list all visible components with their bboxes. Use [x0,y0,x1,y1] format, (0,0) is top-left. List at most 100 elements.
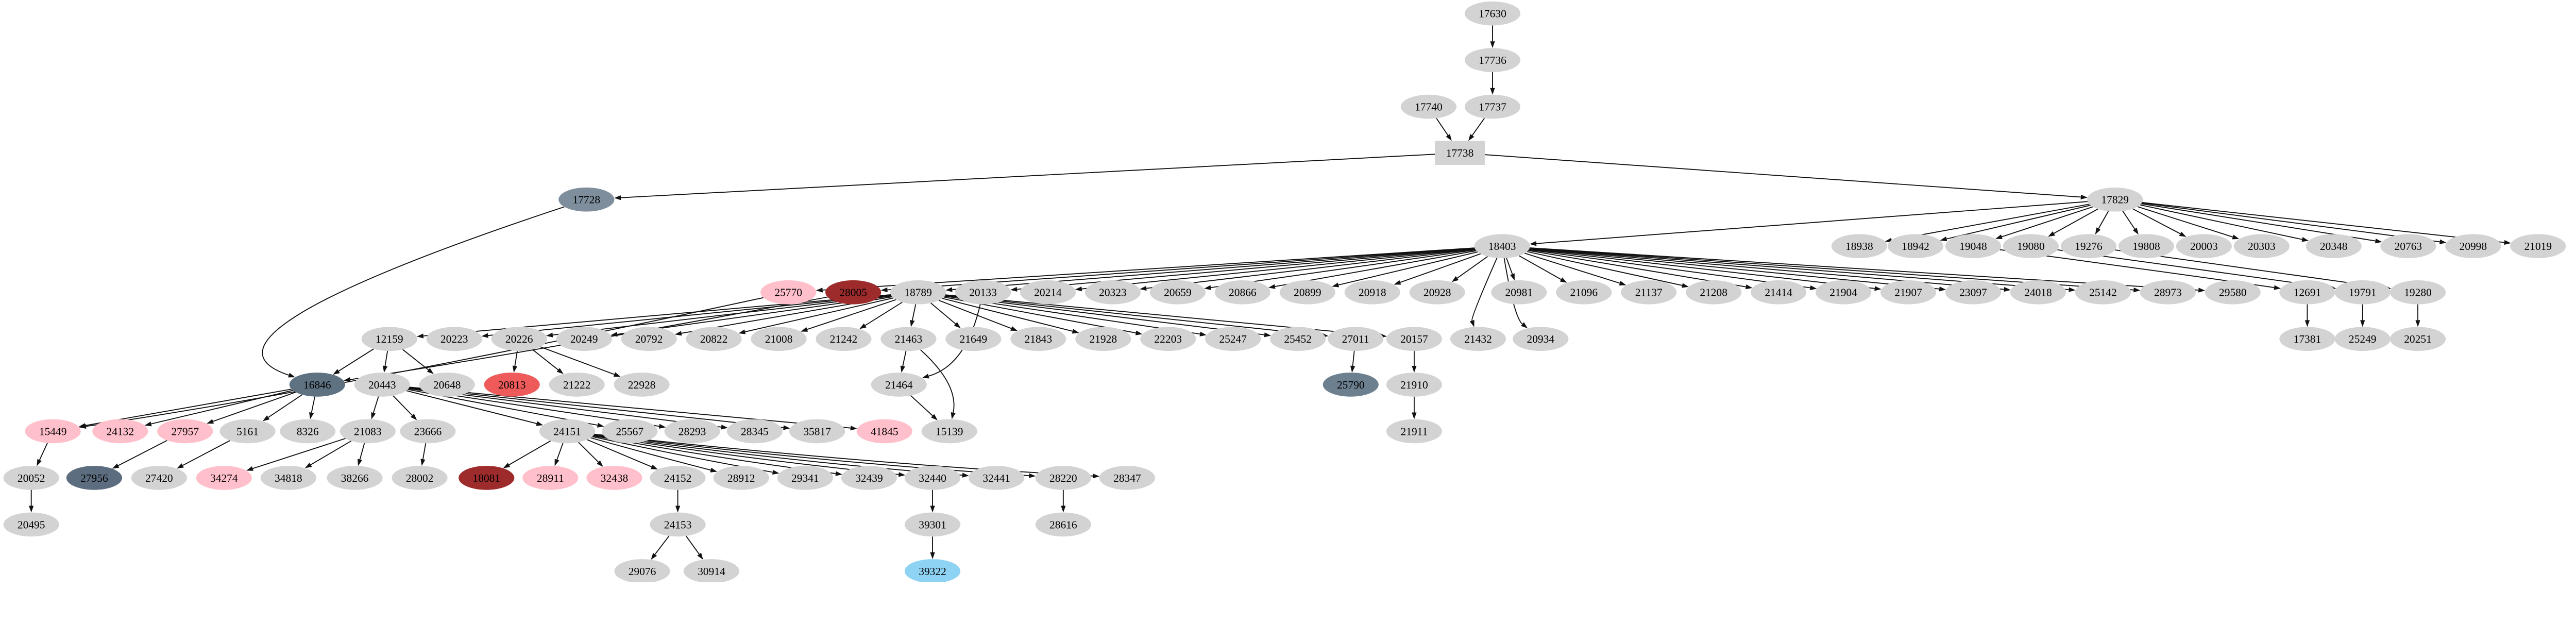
graph-edge-19280-20251 [2415,304,2420,327]
node-label: 41845 [871,425,899,437]
node-label: 20813 [498,379,526,391]
node-label: 8326 [297,425,319,437]
edge-line [384,350,388,366]
graph-node-25142: 25142 [2075,280,2131,305]
node-label: 21137 [1635,286,1663,299]
edge-arrowhead-icon [1560,277,1567,283]
graph-node-27011: 27011 [1327,327,1384,351]
node-ellipse-shape [131,466,187,490]
node-label: 28616 [1049,518,1077,531]
edge-line [262,206,565,376]
graph-node-17737: 17737 [1464,94,1521,119]
node-label: 19276 [2075,240,2103,252]
node-ellipse-shape [1323,373,1379,397]
node-ellipse-shape [1464,94,1521,119]
node-label: 17728 [572,194,600,206]
graph-edge-18789-12159 [416,294,891,339]
graph-edge-17737-17738 [1468,117,1485,141]
edge-line [685,535,700,555]
edge-line [938,299,1012,329]
node-ellipse-shape [2075,280,2131,305]
node-label: 19280 [2404,286,2432,299]
edge-arrowhead-icon [546,332,553,338]
node-ellipse-shape [1279,280,1335,305]
node-label: 39301 [919,518,946,531]
edge-arrowhead-icon [1490,88,1495,95]
graph-node-20495: 20495 [3,512,59,537]
edge-arrowhead-icon [309,412,314,419]
edge-arrowhead-icon [930,505,935,513]
edge-arrowhead-icon [420,459,426,466]
node-ellipse-shape [2334,327,2391,351]
node-ellipse-shape [1464,1,1521,26]
graph-node-20251: 20251 [2389,327,2446,351]
edge-arrowhead-icon [859,323,867,329]
node-ellipse-shape [539,419,596,444]
edge-arrowhead-icon [931,414,938,420]
graph-node-27420: 27420 [131,466,187,490]
edge-line [1506,258,1513,275]
graph-node-18938: 18938 [1831,234,1887,259]
node-ellipse-shape [2279,280,2335,305]
node-ellipse-shape [789,419,845,444]
graph-node-21008: 21008 [751,327,807,351]
edge-line [2140,204,2302,240]
node-label: 20998 [2460,240,2487,252]
edge-line [532,349,559,370]
edge-arrowhead-icon [2375,238,2382,244]
node-label: 17736 [1479,54,1506,66]
node-label: 20866 [1229,286,1257,299]
node-label: 34274 [210,472,238,484]
edge-arrowhead-icon [2301,237,2309,242]
node-label: 20899 [1294,286,1321,299]
edge-arrowhead-icon [1135,330,1143,335]
node-ellipse-shape [1491,280,1547,305]
edge-line [2132,208,2181,234]
edge-arrowhead-icon [1451,276,1459,282]
graph-node-20981: 20981 [1491,280,1547,305]
edge-arrowhead-icon [357,459,363,466]
edge-arrowhead-icon [658,424,666,429]
node-label: 20934 [1527,333,1554,345]
graph-node-41845: 41845 [856,419,912,444]
graph-node-24152: 24152 [650,466,706,490]
graph-node-20866: 20866 [1214,280,1270,305]
node-ellipse-shape [921,419,977,444]
edge-arrowhead-icon [177,463,184,469]
graph-edge-20226-21222 [532,349,564,374]
edge-line [1503,258,1523,325]
graph-edge-21463-15139 [920,349,956,419]
graph-node-20249: 20249 [556,327,612,351]
graph-edge-27957-27956 [112,440,167,469]
edge-arrowhead-icon [304,462,312,468]
edge-line [1352,350,1355,366]
edge-arrowhead-icon [410,413,417,420]
graph-node-32440: 32440 [904,466,961,490]
node-label: 20495 [18,518,45,531]
graph-edge-25770-15449 [79,297,764,429]
edge-line [409,386,851,429]
node-label: 30914 [698,565,725,578]
node-label: 20003 [2190,240,2218,252]
node-label: 32441 [982,472,1010,484]
edge-arrowhead-icon [738,329,746,334]
node-label: 12691 [2294,286,2321,299]
node-ellipse-shape [841,466,897,490]
graph-node-29076: 29076 [614,559,670,582]
graph-node-20928: 20928 [1409,280,1465,305]
graph-node-28345: 28345 [726,419,783,444]
edge-line [942,298,1073,332]
edge-arrowhead-icon [1490,41,1495,48]
node-ellipse-shape [1474,234,1530,259]
node-ellipse-shape [1386,419,1443,444]
graph-node-27957: 27957 [157,419,213,444]
node-label: 24153 [664,518,692,531]
edge-arrowhead-icon [2179,231,2187,237]
graph-edge-17829-21019 [2142,202,2511,245]
node-label: 17738 [1446,147,1474,159]
graph-edge-18789-21463 [910,304,917,327]
edge-line [2098,211,2109,229]
node-ellipse-shape [1831,234,1887,259]
edge-line [920,349,955,413]
